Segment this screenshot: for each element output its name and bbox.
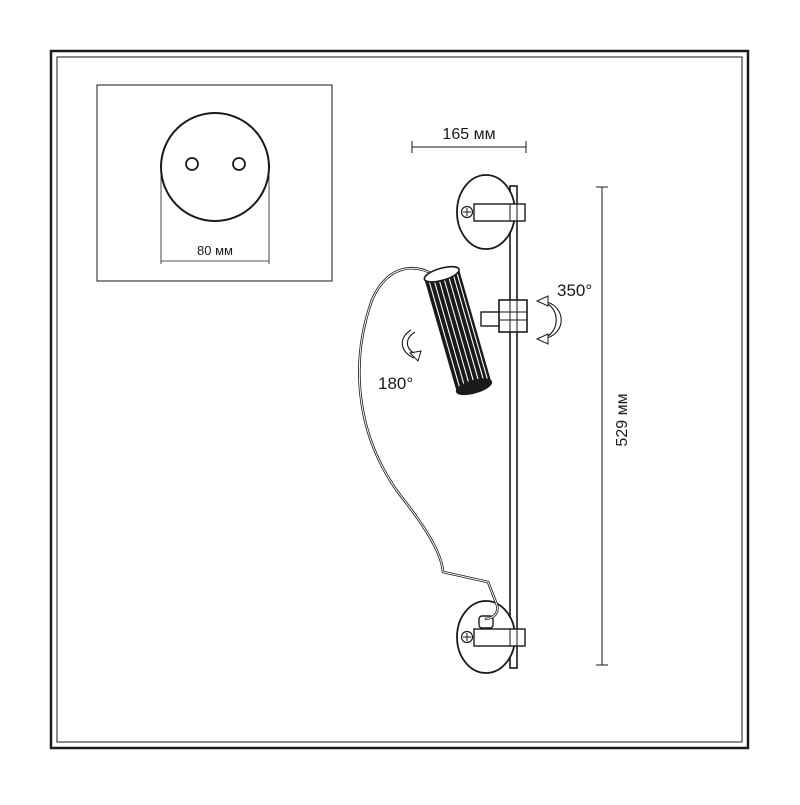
- screw-hole-right: [232, 157, 246, 171]
- rotation-arm-label: 350°: [557, 281, 592, 300]
- swivel-joint: [480, 299, 528, 333]
- power-cable: [358, 266, 499, 621]
- diameter-label: 80 мм: [197, 243, 233, 258]
- inset-frame: [96, 84, 333, 282]
- lamp-shade: [423, 265, 493, 396]
- vertical-rail: [509, 185, 518, 669]
- inner-frame: [56, 56, 743, 743]
- width-label: 165 мм: [442, 126, 495, 143]
- rotation-shade-label: 180°: [378, 374, 413, 393]
- screw-hole-left: [185, 157, 199, 171]
- height-label: 529 мм: [614, 393, 631, 446]
- mount-plate-circle: [160, 112, 270, 222]
- height-dimension: 529 мм: [596, 186, 631, 666]
- rotate-180-icon: 180°: [378, 329, 422, 393]
- bottom-wall-plate: [456, 600, 526, 674]
- outer-frame: [49, 49, 750, 750]
- width-dimension: 165 мм: [411, 126, 527, 153]
- mount-inset: 80 мм: [96, 84, 333, 282]
- top-wall-plate: [456, 174, 526, 250]
- rotate-350-icon: 350°: [535, 281, 592, 345]
